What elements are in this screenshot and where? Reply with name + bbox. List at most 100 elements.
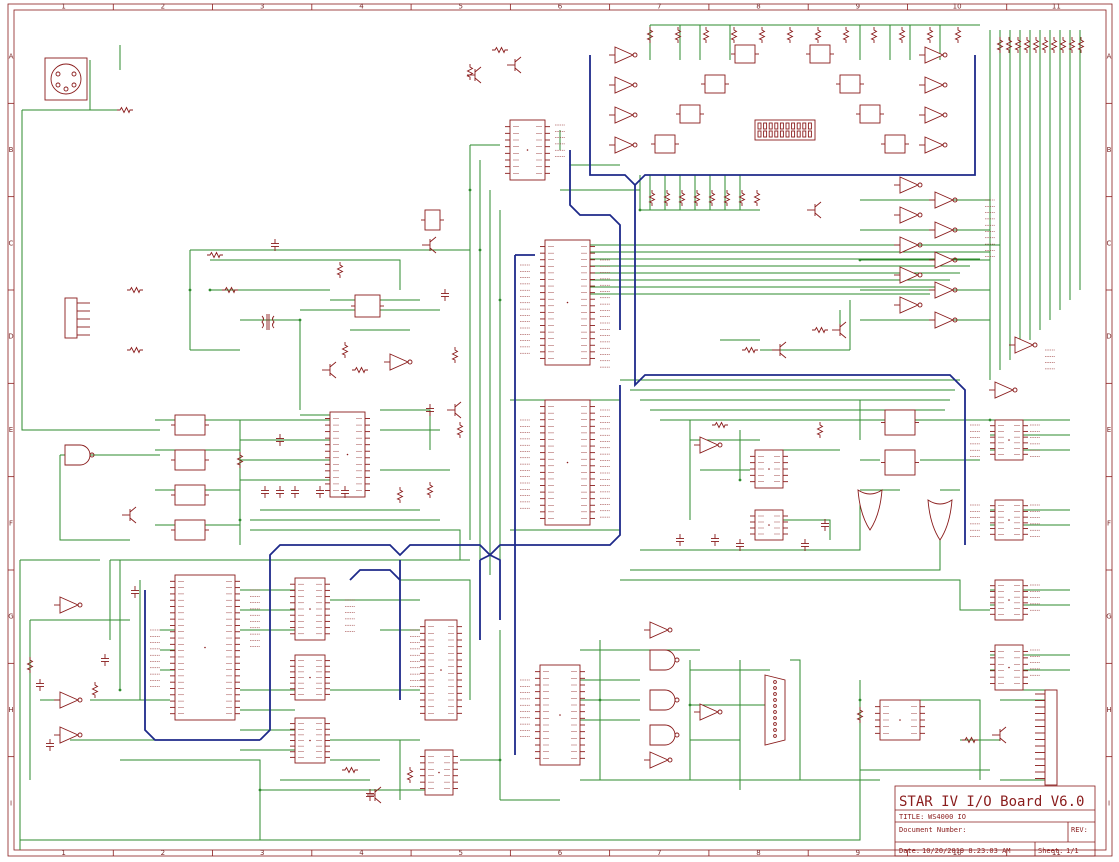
buffer-gate (919, 136, 948, 154)
capacitor (736, 539, 744, 551)
capacitor (276, 434, 284, 446)
resistor (207, 251, 223, 259)
buffer-gate (644, 751, 673, 769)
ic-chip (990, 499, 1028, 541)
resistor (954, 27, 962, 43)
column-label: 5 (458, 3, 462, 11)
resistor (898, 27, 906, 43)
resistor (753, 190, 761, 206)
capacitor (46, 739, 54, 751)
resistor (674, 27, 682, 43)
buffer-gate (609, 136, 638, 154)
row-label: E (1107, 426, 1111, 434)
buffer-gate (384, 353, 413, 371)
resistor (996, 37, 1004, 53)
component-box (881, 449, 919, 476)
buffer-gate (919, 76, 948, 94)
buffer-gate (1009, 336, 1038, 354)
resistor (492, 46, 508, 54)
resistor (812, 326, 828, 334)
column-label: 8 (756, 3, 760, 11)
column-label: 3 (260, 3, 264, 11)
column-label: 8 (756, 849, 760, 857)
outer-frame (7, 3, 1113, 857)
ic-chip (420, 749, 458, 796)
buffer-gate (929, 281, 958, 299)
resistor (708, 190, 716, 206)
resistor (758, 27, 766, 43)
capacitor (441, 289, 449, 301)
title-label: TITLE: (899, 813, 924, 821)
nand-gate (649, 689, 680, 711)
column-label: 11 (1052, 849, 1061, 857)
resistor (816, 422, 824, 438)
title-value: WS4000 IO (928, 813, 966, 821)
rev-label: REV: (1071, 826, 1088, 834)
document-number-label: Document Number: (899, 826, 966, 834)
capacitor (261, 486, 269, 498)
ic-chip (535, 664, 585, 766)
buffer-gate (609, 106, 638, 124)
row-label: H (8, 706, 13, 714)
component-box (651, 134, 679, 154)
buffer-gate (609, 46, 638, 64)
row-label: B (1107, 146, 1112, 154)
ribbon-connector (754, 119, 816, 141)
resistor (1041, 37, 1049, 53)
resistor (1059, 37, 1067, 53)
resistor (786, 27, 794, 43)
ic-chip (990, 644, 1028, 691)
resistor (426, 482, 434, 498)
din-connector (44, 57, 88, 101)
column-label: 2 (161, 849, 165, 857)
transistor (322, 361, 337, 379)
resistor (466, 64, 474, 80)
component-box (806, 44, 834, 64)
resistor (962, 736, 978, 744)
row-label: B (9, 146, 14, 154)
row-label: D (8, 333, 13, 341)
resistor (738, 190, 746, 206)
resistor (814, 27, 822, 43)
buffer-gate (919, 46, 948, 64)
ic-chip (750, 509, 788, 541)
column-label: 4 (359, 3, 364, 11)
wire-network (19, 24, 1081, 850)
capacitor (131, 586, 139, 598)
resistor (117, 106, 133, 114)
component-box (881, 409, 919, 436)
ic-chip (750, 449, 788, 489)
transformer (261, 314, 275, 330)
transistor (772, 341, 787, 359)
buffer-gate (929, 251, 958, 269)
resistor (646, 27, 654, 43)
ic-chip (505, 119, 550, 181)
column-label: 1 (61, 3, 65, 11)
column-label: 4 (359, 849, 364, 857)
date-label: Date: (899, 847, 920, 855)
row-label: I (10, 799, 12, 807)
buffer-gate (694, 436, 723, 454)
ic-chip (990, 579, 1028, 621)
capacitor (426, 404, 434, 416)
buffer-gate (989, 381, 1018, 399)
date-value: 10/20/2019 8:23:03 AM (922, 847, 1011, 855)
capacitor (341, 486, 349, 498)
bus-lines (144, 55, 976, 755)
capacitor (801, 539, 809, 551)
transistor (422, 236, 437, 254)
buffer-gate (54, 726, 83, 744)
resistor (723, 190, 731, 206)
row-label: C (1107, 239, 1112, 247)
transistor (467, 66, 482, 84)
column-label: 11 (1052, 3, 1061, 11)
resistor (648, 190, 656, 206)
component-box (731, 44, 759, 64)
ic-chip (420, 619, 462, 721)
column-label: 6 (558, 849, 563, 857)
component-box (171, 414, 209, 436)
row-label: A (1107, 53, 1112, 61)
row-label: D (1106, 333, 1111, 341)
